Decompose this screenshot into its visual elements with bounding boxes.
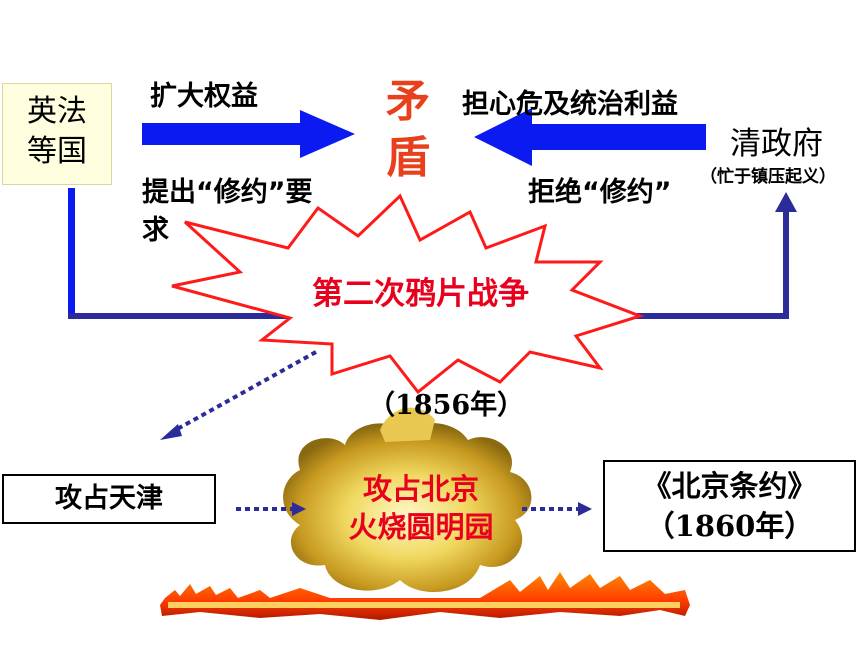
- right-arrow-left: [474, 108, 706, 166]
- step-capture-beijing: 攻占北京 火烧圆明园: [330, 470, 512, 546]
- left-arrow-label-top: 扩大权益: [150, 81, 258, 112]
- dotted-arrow-to-treaty: [522, 502, 592, 516]
- left-party-line1: 英法: [27, 94, 87, 129]
- war-year: （1856年）: [368, 390, 525, 421]
- fire-explosion-image: [160, 407, 690, 620]
- war-title: 第二次鸦片战争: [312, 276, 529, 312]
- left-arrow-label-bottom-2: 求: [142, 215, 169, 246]
- right-arrow-label-top: 担心危及统治利益: [462, 89, 678, 120]
- dotted-arrow-to-beijing: [236, 502, 306, 516]
- left-arrow-label-bottom-1: 提出“修约”要: [142, 177, 313, 208]
- step-capture-tianjin: 攻占天津: [2, 474, 216, 524]
- qing-government-note: （忙于镇压起义）: [700, 167, 836, 187]
- contradiction-char-2: 盾: [386, 132, 430, 183]
- left-party-line2: 等国: [27, 134, 87, 169]
- contradiction-char-1: 矛: [386, 76, 430, 127]
- left-party-box: 英法 等国: [2, 83, 112, 185]
- war-explosion-star: [171, 193, 645, 395]
- treaty-name: 《北京条约》: [642, 469, 817, 503]
- dotted-arrow-to-tianjin: [160, 350, 317, 440]
- step-treaty-of-beijing: 《北京条约》 （1860年）: [603, 460, 856, 552]
- right-arrow-label-bottom: 拒绝“修约”: [528, 177, 672, 208]
- treaty-year: （1860年）: [645, 509, 814, 543]
- step-beijing-line2: 火烧圆明园: [348, 510, 494, 544]
- qing-government-label: 清政府: [730, 126, 823, 162]
- step-beijing-line1: 攻占北京: [362, 472, 479, 506]
- left-arrow-right: [142, 110, 355, 158]
